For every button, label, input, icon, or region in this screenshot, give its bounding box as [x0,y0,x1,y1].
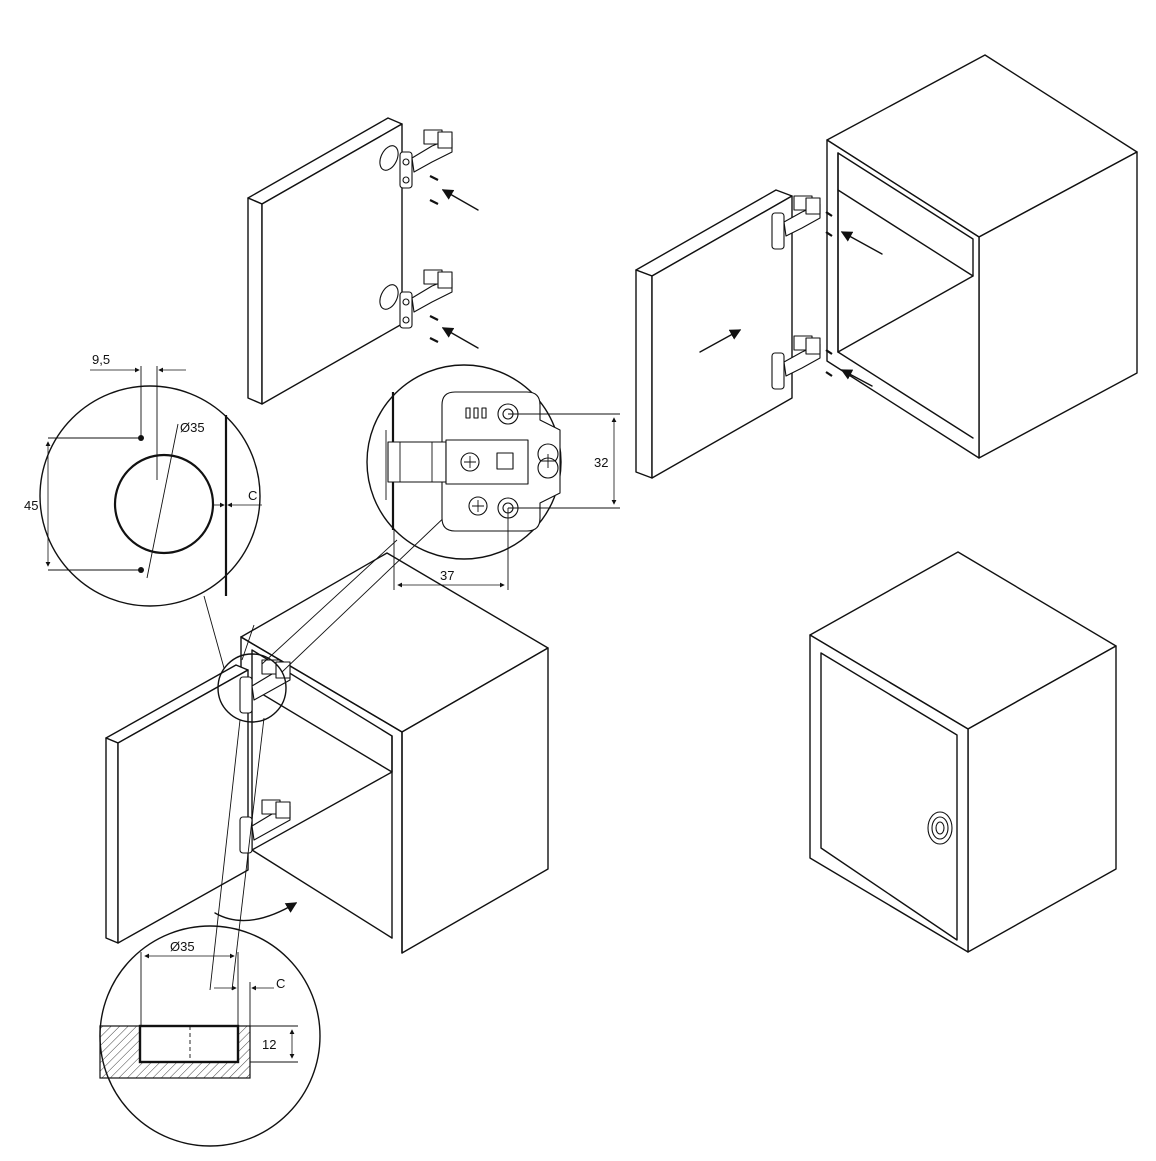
label-9-5: 9,5 [92,352,110,367]
screws-step2 [825,211,833,377]
cabinet-step4-closed [809,551,1117,953]
callout-leader-lines [203,509,453,991]
label-hole-dia-top: Ø35 [180,420,205,435]
label-32: 32 [594,455,608,470]
rotation-arrow-step3 [214,902,298,922]
hinges-step2 [771,195,821,390]
hinge-lower-door [379,269,453,329]
cabinet-step3 [240,552,549,954]
door-panel-step3 [105,664,249,944]
label-c-bottom: C [276,976,285,991]
detail-callout-circle-small [217,653,287,723]
door-knob [927,811,953,845]
label-45: 45 [24,498,38,513]
label-12: 12 [262,1037,276,1052]
detail-hole-cross-section [99,925,321,1147]
cabinet-step2 [826,54,1138,459]
insert-arrows-step1 [441,189,479,349]
detail-hole-top-view [39,366,262,607]
door-panel-step2 [635,189,793,479]
detail-mounting-plate [366,364,620,590]
door-panel-top [247,117,403,405]
insert-arrows-step2 [699,231,883,387]
label-hole-dia-bottom: Ø35 [170,939,195,954]
label-c-top: C [248,488,257,503]
hinges-step3 [239,659,291,854]
screws-step1 [429,175,439,343]
label-37: 37 [440,568,454,583]
hinge-upper-door [379,129,453,189]
